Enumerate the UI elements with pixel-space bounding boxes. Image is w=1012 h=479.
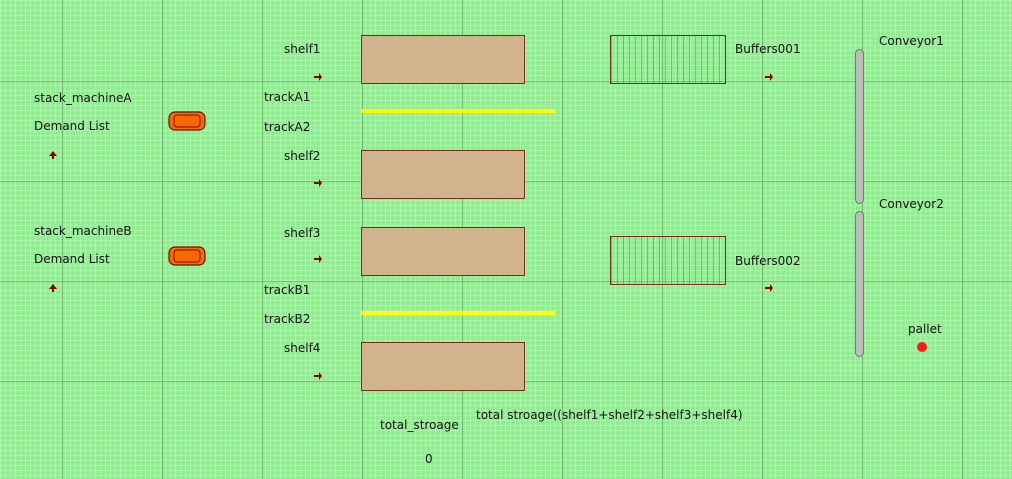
arrow-right-icon xyxy=(314,179,322,187)
total-storage-label: total_stroage xyxy=(380,418,459,432)
machine-b-label: stack_machineB xyxy=(34,224,132,238)
shelf3-block[interactable] xyxy=(361,227,525,276)
trackb2-label: trackB2 xyxy=(264,312,311,326)
arrow-right-icon xyxy=(765,284,773,292)
buffer1-label: Buffers001 xyxy=(735,42,801,56)
machine-a-demand-list-label: Demand List xyxy=(34,119,110,133)
machine-b-demand-list-label: Demand List xyxy=(34,252,110,266)
buffer1-block[interactable] xyxy=(610,35,726,84)
trackb1-label: trackB1 xyxy=(264,283,311,297)
shelf4-block[interactable] xyxy=(361,342,525,391)
conveyor1[interactable] xyxy=(855,49,864,204)
storage-formula-label: total stroage((shelf1+shelf2+shelf3+shel… xyxy=(476,408,743,422)
conveyor2-label: Conveyor2 xyxy=(879,197,944,211)
buffer2-label: Buffers002 xyxy=(735,254,801,268)
track-a[interactable] xyxy=(361,109,555,113)
machine-a-label: stack_machineA xyxy=(34,91,132,105)
arrow-up-icon xyxy=(49,284,57,292)
arrow-right-icon xyxy=(314,73,322,81)
buffer2-block[interactable] xyxy=(610,236,726,285)
conveyor1-label: Conveyor1 xyxy=(879,34,944,48)
arrow-right-icon xyxy=(314,372,322,380)
shelf2-block[interactable] xyxy=(361,150,525,199)
tracka1-label: trackA1 xyxy=(264,90,311,104)
stacker-crane-icon[interactable] xyxy=(168,111,206,131)
stacker-crane-icon[interactable] xyxy=(168,246,206,266)
arrow-right-icon xyxy=(314,255,322,263)
arrow-right-icon xyxy=(765,73,773,81)
pallet-label: pallet xyxy=(908,322,942,336)
conveyor2[interactable] xyxy=(855,211,864,357)
shelf4-label: shelf4 xyxy=(284,341,321,355)
total-storage-value: 0 xyxy=(425,452,433,466)
shelf2-label: shelf2 xyxy=(284,149,321,163)
shelf3-label: shelf3 xyxy=(284,226,321,240)
tracka2-label: trackA2 xyxy=(264,120,311,134)
track-b[interactable] xyxy=(361,311,555,315)
shelf1-block[interactable] xyxy=(361,35,525,84)
shelf1-label: shelf1 xyxy=(284,42,321,56)
pallet-dot-icon[interactable] xyxy=(917,342,927,352)
arrow-up-icon xyxy=(49,151,57,159)
